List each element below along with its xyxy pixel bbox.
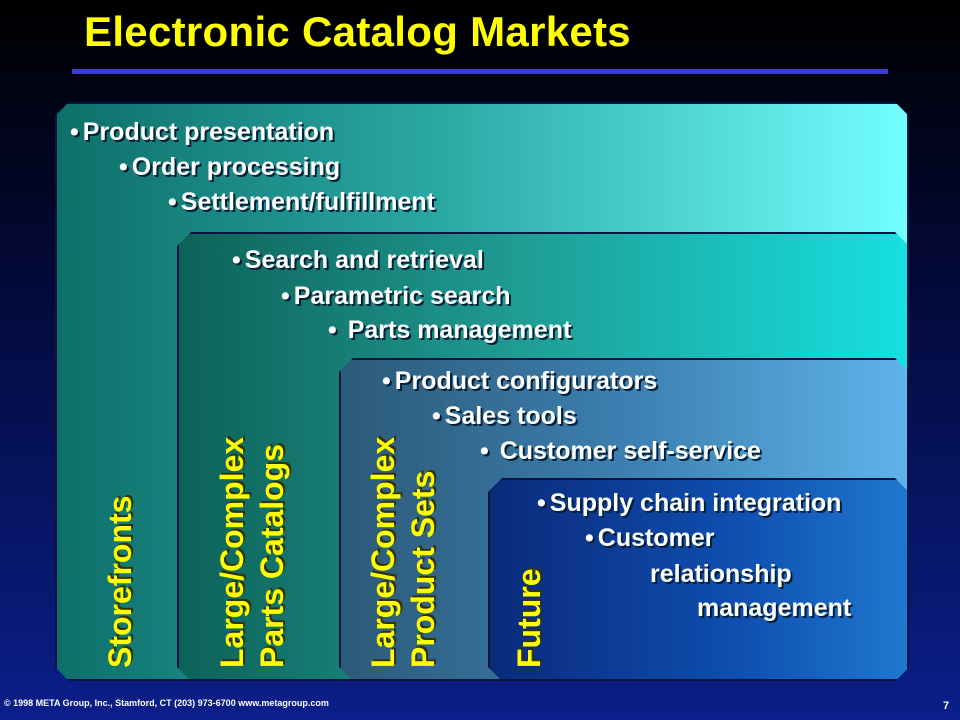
label-future: Future	[511, 568, 547, 668]
bullet-dot: •	[382, 367, 391, 395]
bullet-dot: •	[119, 153, 128, 181]
bullet-settlement: •Settlement/fulfillment	[168, 188, 435, 216]
bullet-dot: •	[432, 402, 441, 430]
bullet-product-configurators: •Product configurators	[382, 367, 658, 395]
bullet-dot: •	[70, 118, 79, 146]
bullet-parts-management: • Parts management	[328, 316, 572, 344]
label-storefronts: Storefronts	[102, 495, 138, 668]
page-number: 7	[943, 700, 950, 712]
title-underline	[72, 69, 888, 74]
bullet-dot: •	[168, 188, 177, 216]
bullet-dot: •	[281, 282, 290, 310]
bullet-sales-tools: •Sales tools	[432, 402, 577, 430]
label-parts-catalogs: Large/Complex Parts Catalogs	[214, 436, 290, 668]
bullet-customer-self-service: • Customer self-service	[480, 437, 761, 465]
bullet-dot: •	[585, 524, 594, 552]
bullet-dot: •	[232, 246, 241, 274]
label-product-sets: Large/Complex Product Sets	[365, 436, 441, 668]
bullet-product-presentation: •Product presentation	[70, 118, 335, 146]
bullet-management: management	[697, 594, 852, 622]
bullet-supply-chain: •Supply chain integration	[537, 489, 842, 517]
slide-title: Electronic Catalog Markets	[84, 8, 631, 55]
bullet-search-retrieval: •Search and retrieval	[232, 246, 484, 274]
bullet-dot: •	[480, 437, 489, 465]
bullet-dot: •	[537, 489, 546, 517]
panel-future	[488, 478, 909, 681]
bullet-relationship: relationship	[650, 560, 792, 588]
bullet-order-processing: •Order processing	[119, 153, 341, 181]
footer-copyright: © 1998 META Group, Inc., Stamford, CT (2…	[4, 698, 329, 708]
bullet-parametric-search: •Parametric search	[281, 282, 511, 310]
bullet-dot: •	[328, 316, 337, 344]
bullet-customer: •Customer	[585, 524, 715, 552]
